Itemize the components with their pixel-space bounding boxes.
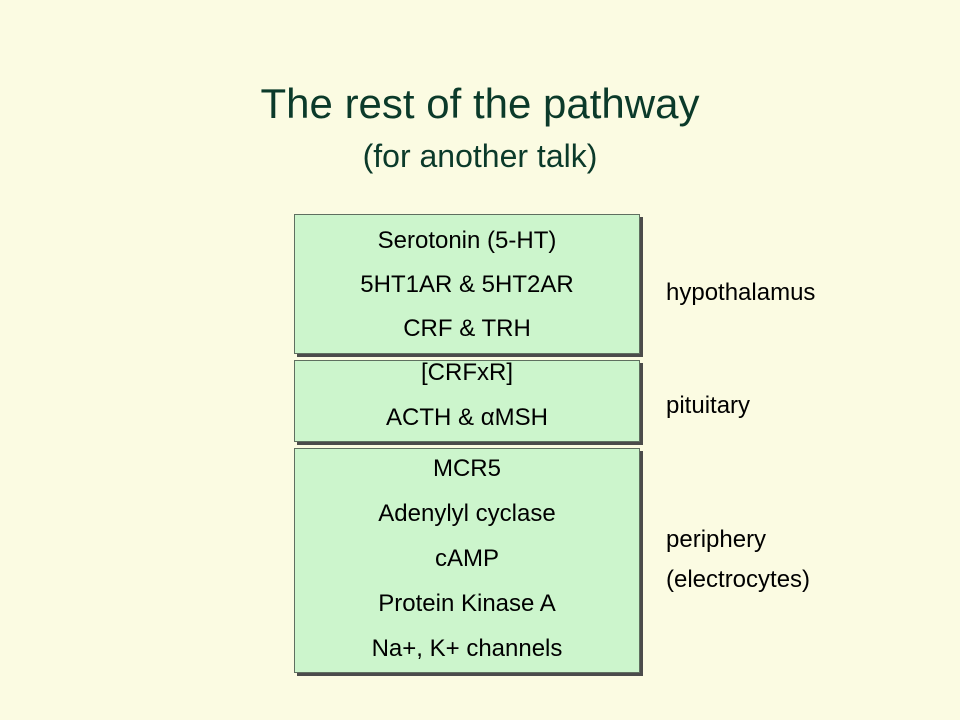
box-line: MCR5 — [432, 455, 501, 482]
box-line: cAMP — [434, 545, 499, 572]
box-line: CRF & TRH — [403, 315, 531, 342]
slide-subtitle: (for another talk) — [362, 138, 598, 174]
box-line: ACTH & αMSH — [386, 404, 548, 431]
box-line: 5HT1AR & 5HT2AR — [360, 271, 574, 298]
pituitary-box: [CRFxR] ACTH & αMSH — [294, 359, 640, 442]
box-line: [CRFxR] — [421, 359, 513, 386]
box-line: Adenylyl cyclase — [378, 500, 556, 527]
region-label-periphery: periphery — [666, 526, 767, 553]
region-label-pituitary: pituitary — [666, 392, 751, 419]
box-line: Na+, K+ channels — [371, 635, 563, 662]
slide-title: The rest of the pathway — [260, 80, 700, 127]
periphery-box: MCR5 Adenylyl cyclase cAMP Protein Kinas… — [294, 448, 640, 673]
region-label-hypothalamus: hypothalamus — [666, 279, 816, 306]
hypothalamus-box: Serotonin (5-HT) 5HT1AR & 5HT2AR CRF & T… — [294, 214, 640, 354]
region-label-electrocytes: (electrocytes) — [666, 566, 811, 593]
box-line: Protein Kinase A — [378, 590, 556, 617]
box-line: Serotonin (5-HT) — [377, 227, 557, 254]
